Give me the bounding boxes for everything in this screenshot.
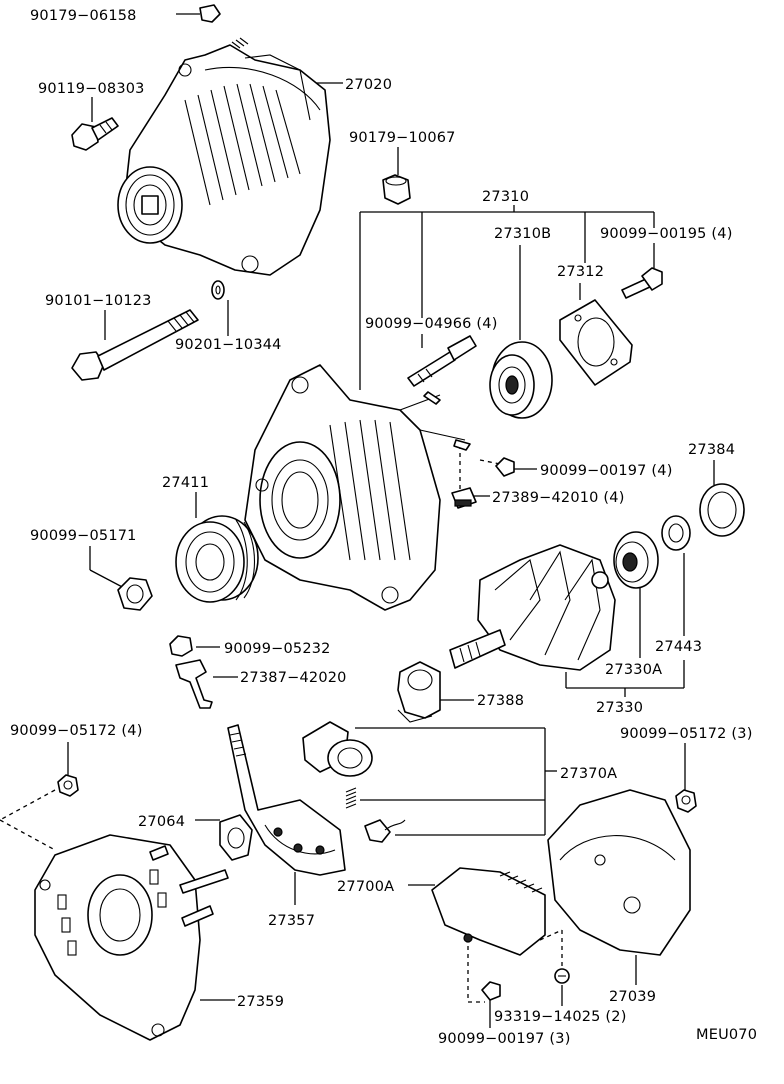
regulator-27700A (431, 867, 546, 956)
label-27357: 27357 (268, 913, 315, 929)
label-27310: 27310 (482, 189, 529, 205)
rear-cover-27039 (547, 789, 691, 956)
insulator-27064 (219, 814, 253, 861)
stud-90099-04966 (407, 335, 477, 387)
bolt-90099-05232 (169, 635, 193, 657)
label-27064: 27064 (138, 814, 185, 830)
dashed-assembly-lines (0, 445, 563, 1003)
screw-90099-00197-lower (481, 981, 501, 1001)
retainer-27389-42010 (451, 487, 477, 509)
label-27370A: 27370A (560, 766, 617, 782)
label-27443: 27443 (655, 639, 702, 655)
pulley-27411 (175, 515, 259, 603)
rotor-27330 (449, 544, 616, 671)
bolt-90099-00195 (621, 267, 663, 299)
nut-90099-05172-left (57, 774, 79, 797)
label-93319-14025: 93319−14025 (2) (494, 1009, 627, 1025)
cover-27384 (699, 483, 745, 537)
ring-27443 (661, 515, 691, 551)
screw-90099-00197-upper (495, 457, 515, 477)
label-27389-42010: 27389−42010 (4) (492, 490, 625, 506)
label-27312: 27312 (557, 264, 604, 280)
label-90099-00197b: 90099−00197 (3) (438, 1031, 571, 1047)
alternator-assembly-27020 (117, 37, 331, 276)
nut-90099-05171 (117, 577, 153, 611)
label-90179-06158: 90179−06158 (30, 8, 137, 24)
nut-90179-10067 (382, 174, 411, 205)
label-90099-05171: 90099−05171 (30, 528, 137, 544)
label-90099-05172b: 90099−05172 (3) (620, 726, 753, 742)
screw-93319-14025 (554, 968, 570, 984)
label-90099-00197a: 90099−00197 (4) (540, 463, 673, 479)
drive-end-frame-27310 (244, 364, 471, 611)
bolt-90119-08303 (71, 117, 119, 151)
label-90201-10344: 90201−10344 (175, 337, 282, 353)
label-90101-10123: 90101−10123 (45, 293, 152, 309)
holder-27388 (397, 661, 441, 723)
rear-frame-27359 (34, 834, 229, 1041)
leader-lines (67, 13, 715, 1028)
washer-90201-10344 (211, 280, 225, 300)
label-90099-05172a: 90099−05172 (4) (10, 723, 143, 739)
diagram-code: MEU070 (696, 1027, 757, 1043)
label-27384: 27384 (688, 442, 735, 458)
label-27020: 27020 (345, 77, 392, 93)
label-90099-00195: 90099−00195 (4) (600, 226, 733, 242)
label-90099-05232: 90099−05232 (224, 641, 331, 657)
label-27411: 27411 (162, 475, 209, 491)
label-27388: 27388 (477, 693, 524, 709)
label-27330: 27330 (596, 700, 643, 716)
label-27310B: 27310B (494, 226, 551, 242)
label-27387-42020: 27387−42020 (240, 670, 347, 686)
nut-90179-06158 (199, 4, 221, 23)
nut-90099-05172-right (675, 789, 697, 813)
bolt-90101-10123 (71, 309, 199, 381)
rectifier-27357 (227, 724, 346, 876)
label-90179-10067: 90179−10067 (349, 130, 456, 146)
bearing-27310B (489, 341, 553, 419)
label-27330A: 27330A (605, 662, 662, 678)
label-27039: 27039 (609, 989, 656, 1005)
label-27359: 27359 (237, 994, 284, 1010)
label-27700A: 27700A (337, 879, 394, 895)
brush-holder-27370A (302, 721, 406, 843)
label-90099-04966: 90099−04966 (4) (365, 316, 498, 332)
label-90119-08303: 90119−08303 (38, 81, 145, 97)
plate-27312 (559, 299, 633, 386)
insulator-27387-42020 (175, 659, 213, 709)
bearing-27330A (613, 531, 659, 589)
